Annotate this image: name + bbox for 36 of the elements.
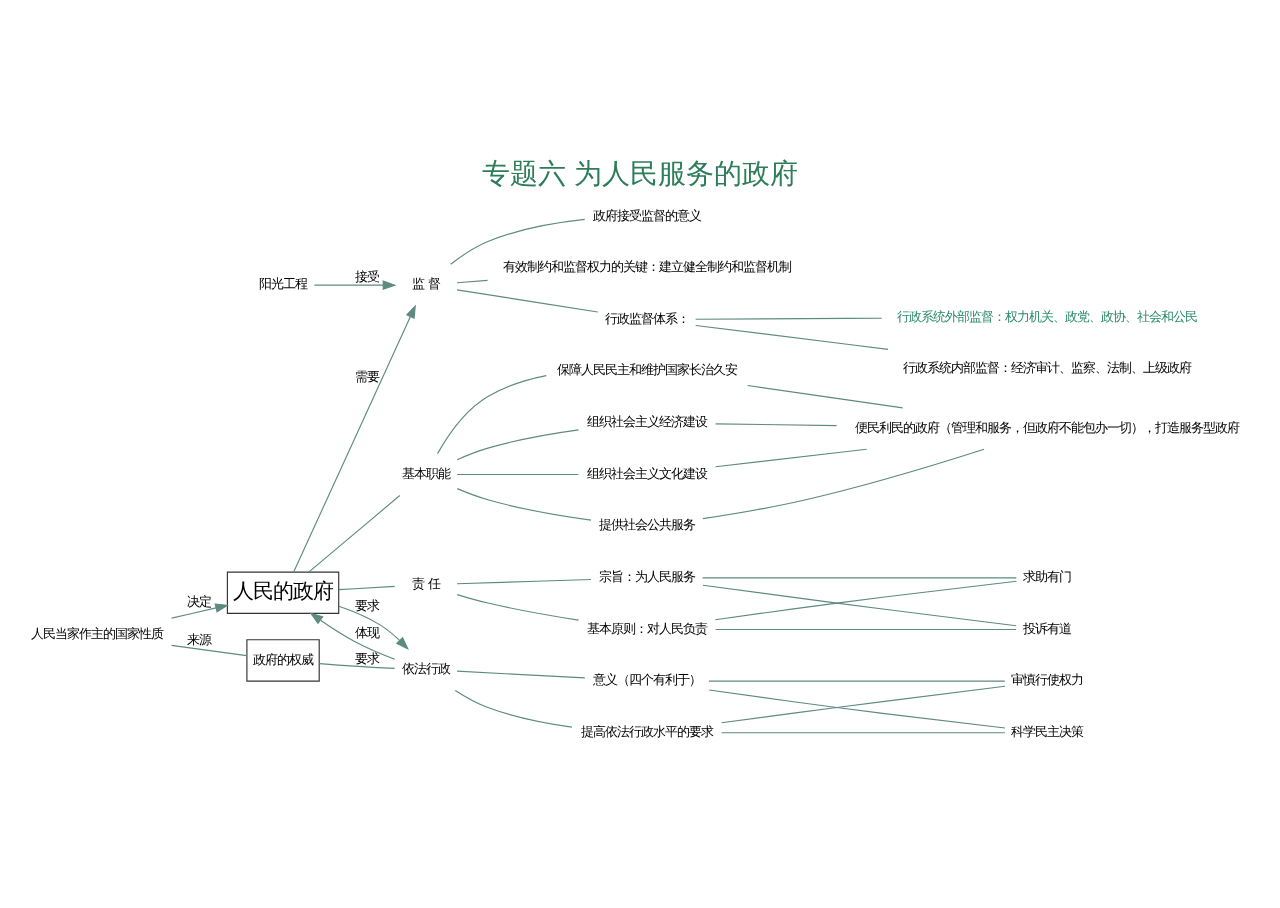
connector: [450, 217, 586, 264]
connector: [695, 323, 889, 349]
connector: [456, 472, 580, 475]
connector: [318, 662, 396, 668]
connector: [436, 374, 547, 454]
connector: [308, 494, 401, 572]
connector: [715, 422, 838, 426]
connector: [338, 584, 396, 590]
connector: [456, 593, 580, 620]
arrow: [309, 611, 396, 659]
connector: [456, 487, 592, 520]
arrow: [313, 279, 397, 289]
arrow: [293, 303, 416, 572]
connector: [702, 576, 1017, 578]
connector: [708, 688, 1006, 728]
connector: [720, 684, 1006, 723]
connector: [702, 583, 1017, 626]
connector: [456, 428, 580, 460]
connector: [454, 688, 573, 727]
connector: [714, 579, 1017, 620]
arrow: [171, 602, 229, 618]
arrow: [338, 604, 409, 649]
connector: [746, 383, 904, 408]
connector: [715, 627, 1017, 630]
connector: [715, 447, 868, 467]
connector: [702, 447, 985, 519]
connector: [708, 679, 1006, 681]
node-box: 人民的政府: [226, 570, 340, 613]
diagram-title: 专题六 为人民服务的政府: [481, 158, 799, 191]
connector: [695, 316, 883, 319]
connector: [456, 288, 599, 312]
connector: [456, 577, 592, 584]
connector: [171, 643, 247, 656]
connector: [456, 278, 489, 283]
connector: [456, 669, 586, 678]
connector: [720, 731, 1006, 733]
